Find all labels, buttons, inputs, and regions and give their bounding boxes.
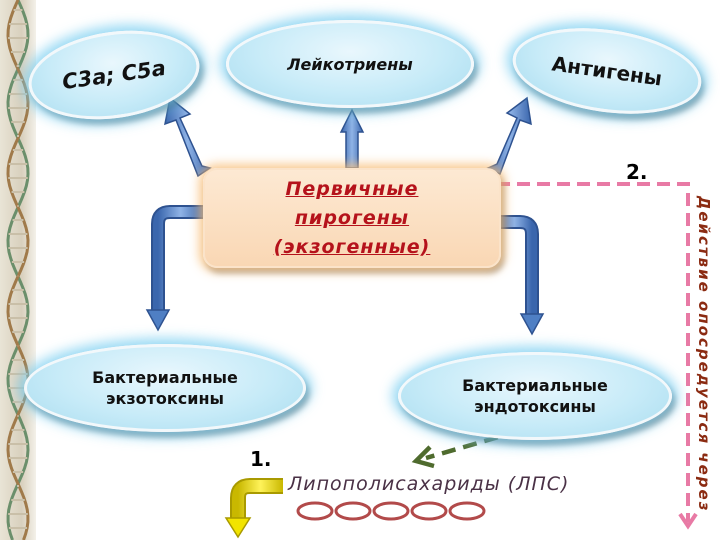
node-exotoxins-label: Бактериальные экзотоксины (92, 368, 238, 408)
lps-molecule-ovals (296, 501, 486, 521)
node-c3a-c5a-label: С3а; С5а (60, 55, 168, 95)
node-leukotrienes-label: Лейкотриены (287, 54, 413, 74)
node-antigens-label: Антигены (550, 51, 664, 91)
node-exotoxins: Бактериальные экзотоксины (24, 344, 306, 432)
arrow-to-antigens (486, 96, 532, 176)
node-endotoxins-label: Бактериальные эндотоксины (462, 376, 608, 416)
node-leukotrienes: Лейкотриены (226, 20, 474, 108)
arrow-to-leukotrienes (339, 108, 365, 169)
lps-label: Липополисахариды (ЛПС) (288, 473, 570, 495)
yellow-bent-arrow (224, 478, 283, 539)
arrow-to-endotoxins (497, 215, 545, 336)
marker-one: 1. (250, 447, 272, 471)
side-label-mediated-action: Действие опосредуется через (695, 196, 713, 513)
arrow-to-exotoxins (145, 205, 203, 332)
marker-two: 2. (626, 160, 648, 184)
primary-pyrogens-box: Первичные пирогены (экзогенные) (203, 168, 501, 268)
dashed-arrow-to-lps (411, 422, 541, 469)
arrow-to-c3a (164, 96, 212, 178)
node-endotoxins: Бактериальные эндотоксины (398, 352, 672, 440)
primary-pyrogens-label: Первичные пирогены (экзогенные) (273, 177, 431, 258)
dna-helix-icon (6, 0, 30, 541)
dashed-arrow-mediated-action (497, 182, 698, 530)
